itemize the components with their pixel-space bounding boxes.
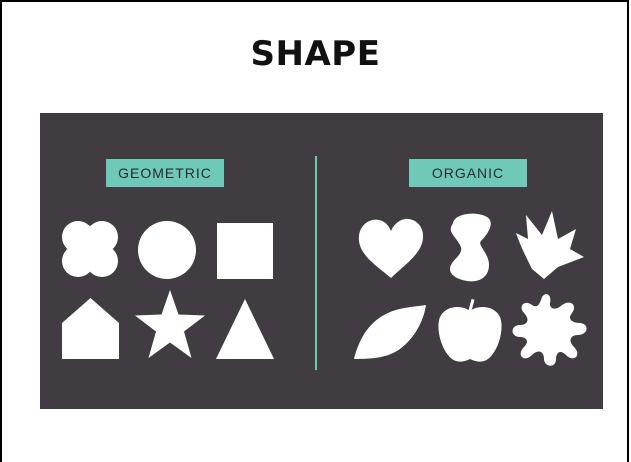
spiky-leaf-icon — [514, 209, 586, 281]
leaf-icon — [352, 305, 428, 361]
star-icon — [135, 290, 205, 358]
slide-title: SHAPE — [250, 34, 381, 74]
splat-icon — [512, 293, 588, 367]
category-divider — [315, 156, 317, 370]
heart-icon — [357, 218, 425, 280]
geometric-label: GEOMETRIC — [106, 159, 224, 187]
triangle-icon — [216, 299, 274, 359]
apple-icon — [438, 299, 502, 365]
peanut-blob-icon — [445, 213, 495, 283]
square-icon — [217, 223, 273, 279]
organic-label: ORGANIC — [409, 159, 527, 187]
quatrefoil-icon — [60, 219, 120, 279]
shapes-panel: GEOMETRIC ORGANIC — [40, 113, 603, 409]
circle-icon — [138, 221, 196, 279]
house-pentagon-icon — [62, 298, 119, 359]
